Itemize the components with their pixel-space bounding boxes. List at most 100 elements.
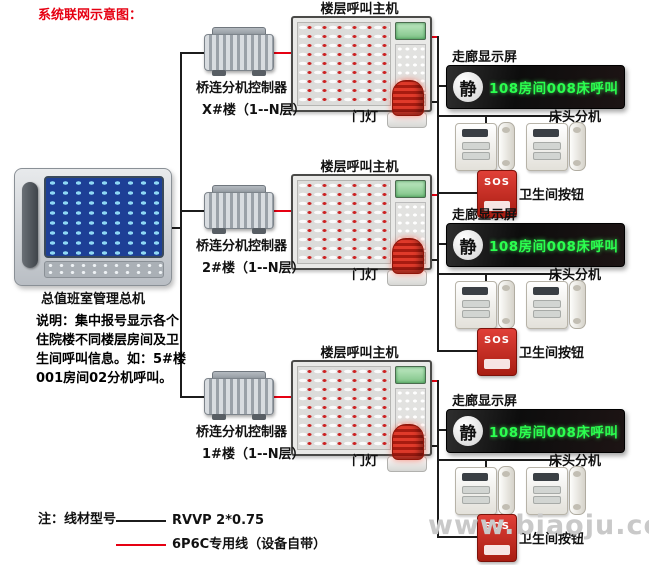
branch-group-2: 楼层呼叫主机 桥连分机控制器 2#楼（1--N层） 门灯 走廊显示屏 静 108… (0, 160, 649, 395)
controller-foot (212, 228, 226, 234)
building-label: X#楼（1--N层） (202, 103, 306, 118)
door-light (387, 238, 427, 288)
wire-branch-feed (180, 52, 205, 54)
wire-sos (438, 192, 478, 194)
bedside-screen (462, 129, 488, 137)
console-handset (22, 182, 38, 268)
bedside-label: 床头分机 (549, 110, 602, 125)
console-keypad (44, 261, 164, 278)
bedside-body (455, 467, 497, 515)
bedside-screen (533, 129, 559, 137)
bedside-body (526, 281, 568, 329)
bedside-button (462, 300, 490, 308)
bedside-button (533, 142, 561, 150)
wire-sos (438, 536, 478, 538)
wire-host-junction (427, 194, 439, 196)
console-label: 总值班室管理总机 (40, 292, 145, 307)
wire-host-junction (427, 380, 439, 382)
bridge-controller (204, 27, 274, 76)
bedside-button (533, 486, 561, 494)
bedside-body (455, 123, 497, 171)
wire-bedside (438, 273, 558, 275)
led-text: 108房间008床呼叫 (489, 425, 619, 441)
corridor-display-label: 走廊显示屏 (452, 208, 518, 223)
wire-doorlight (426, 259, 438, 261)
bedside-button (462, 310, 490, 318)
door-light (387, 80, 427, 130)
bedside-body (526, 467, 568, 515)
watermark: www.biaoju.com (428, 510, 649, 541)
bedside-button (533, 152, 561, 160)
building-label: 2#楼（1--N层） (202, 261, 305, 276)
bathroom-sos-button: SOS (477, 170, 517, 218)
wire-display (438, 429, 447, 431)
wire-controller-host (274, 210, 292, 212)
bathroom-button-label: 卫生间按钮 (519, 188, 585, 203)
wire-controller-host (274, 396, 292, 398)
corridor-display: 静 108房间008床呼叫 (446, 223, 625, 267)
bedside-label: 床头分机 (549, 454, 602, 469)
management-console (14, 168, 172, 286)
legend-red-wire-label: 6P6C专用线（设备自带） (172, 537, 327, 552)
wire-branch-feed (180, 210, 205, 212)
quiet-sign: 静 (453, 416, 483, 446)
host-button-grid (297, 366, 391, 450)
legend-black-wire-label: RVVP 2*0.75 (172, 513, 265, 528)
wire-bedside-drop2 (556, 460, 558, 467)
bedside-extension (526, 121, 588, 171)
bedside-handset (498, 466, 515, 515)
bedside-body (526, 123, 568, 171)
console-screen (44, 176, 164, 258)
wire-bedside (438, 459, 558, 461)
bedside-extension (526, 279, 588, 329)
door-light-label: 门灯 (352, 268, 379, 283)
wire-controller-host (274, 52, 292, 54)
floor-host-label: 楼层呼叫主机 (320, 346, 399, 361)
bedside-extension (455, 465, 517, 515)
controller-foot (212, 414, 226, 420)
legend-red-wire-sample (116, 544, 166, 546)
bedside-button (533, 310, 561, 318)
controller-foot (252, 414, 266, 420)
bedside-handset (569, 280, 586, 329)
bedside-button (462, 152, 490, 160)
led-text: 108房间008床呼叫 (489, 81, 619, 97)
bedside-button (462, 142, 490, 150)
bathroom-sos-button: SOS (477, 514, 517, 562)
bridge-controller (204, 371, 274, 420)
bedside-button (533, 300, 561, 308)
controller-body (204, 378, 274, 415)
wire-display (438, 85, 447, 87)
bathroom-button-label: 卫生间按钮 (519, 346, 585, 361)
bedside-extension (455, 121, 517, 171)
sos-text: SOS (484, 335, 510, 346)
corridor-display-label: 走廊显示屏 (452, 50, 518, 65)
led-text: 108房间008床呼叫 (489, 239, 619, 255)
host-lcd-screen (395, 366, 426, 384)
corridor-display: 静 108房间008床呼叫 (446, 409, 625, 453)
wire-trunk (180, 53, 182, 398)
bedside-label: 床头分机 (549, 268, 602, 283)
bridge-controller (204, 185, 274, 234)
bedside-handset (569, 466, 586, 515)
floor-host-label: 楼层呼叫主机 (320, 160, 399, 175)
corridor-display-label: 走廊显示屏 (452, 394, 518, 409)
corridor-display: 静 108房间008床呼叫 (446, 65, 625, 109)
wire-console-feed (170, 227, 182, 229)
sos-text: SOS (484, 521, 510, 532)
controller-body (204, 192, 274, 229)
controller-foot (212, 70, 226, 76)
host-lcd-screen (395, 22, 426, 40)
bedside-handset (498, 280, 515, 329)
bedside-screen (462, 287, 488, 295)
wire-doorlight (426, 445, 438, 447)
wire-bedside-drop1 (485, 460, 487, 467)
controller-foot (252, 70, 266, 76)
wire-bedside-drop1 (485, 274, 487, 281)
host-button-grid (297, 22, 391, 106)
controller-body (204, 34, 274, 71)
door-light (387, 424, 427, 474)
bedside-button (533, 496, 561, 504)
bedside-screen (533, 287, 559, 295)
